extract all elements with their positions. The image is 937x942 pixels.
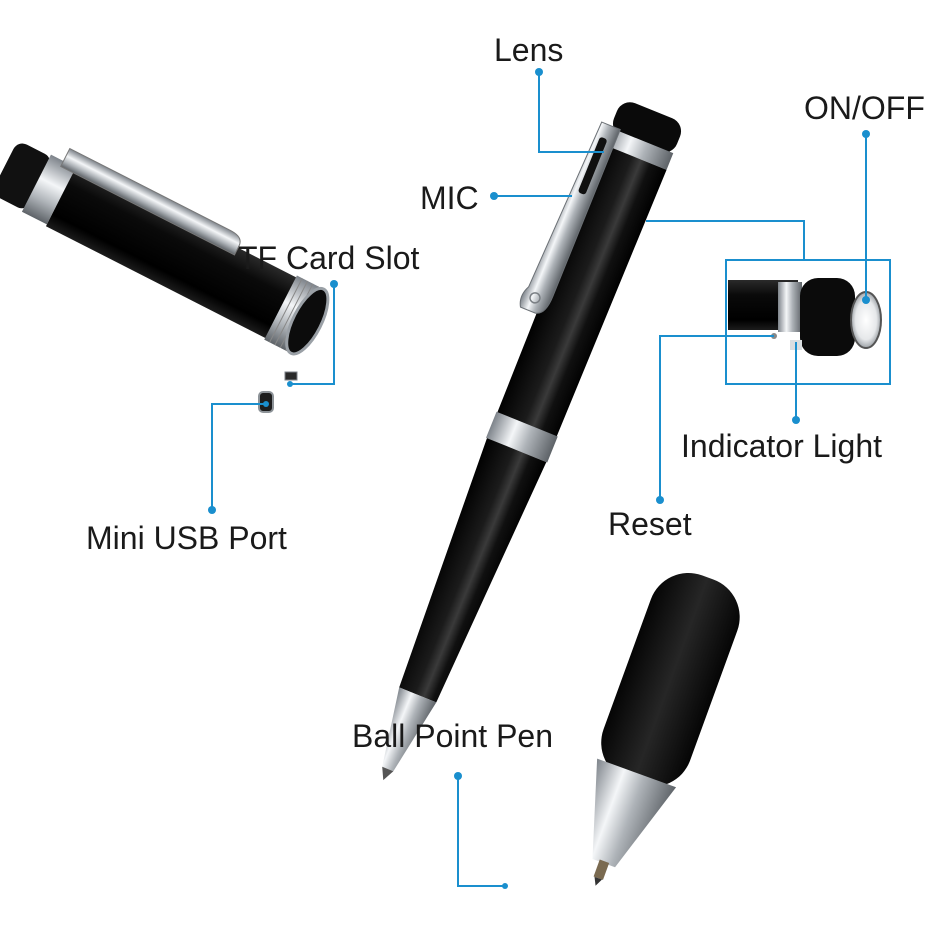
inset-cap [800, 278, 855, 356]
label-tf-card-slot: TF Card Slot [238, 240, 420, 276]
callout-lens [538, 72, 604, 153]
ballpoint-cone [592, 758, 677, 868]
callout-inset-connector [646, 220, 805, 260]
detail-inset [725, 259, 891, 385]
inset-chrome-band [778, 282, 802, 332]
pen-tip-cone [382, 687, 437, 772]
label-mic: MIC [420, 180, 479, 216]
label-on-off: ON/OFF [804, 90, 925, 126]
label-mini-usb-port: Mini USB Port [86, 520, 287, 556]
pen-cap-top [612, 102, 682, 153]
pen-top-chrome-band [603, 127, 674, 170]
pen-lower-body [399, 438, 547, 703]
callout-tf-card-slot [290, 284, 335, 385]
ballpoint-nib [593, 859, 610, 880]
callout-mini-usb-port [211, 403, 266, 510]
label-reset: Reset [608, 506, 692, 542]
main-pen [382, 102, 682, 781]
pen-clip-logo [529, 292, 541, 304]
tf-card-slot-opening [284, 371, 298, 381]
callout-ball-point-pen [457, 776, 505, 887]
usb-end-face [285, 286, 330, 356]
label-ball-point-pen: Ball Point Pen [352, 718, 554, 754]
label-indicator-light: Indicator Light [681, 428, 883, 464]
pen-middle-ring [486, 411, 558, 463]
label-lens: Lens [494, 32, 564, 68]
pen-upper-body [496, 144, 667, 438]
callout-reset [659, 335, 774, 500]
ballpoint-grip [601, 573, 740, 787]
callout-lines [208, 68, 870, 889]
usb-end-body [45, 165, 300, 340]
usb-end-segment [0, 143, 330, 356]
usb-end-chrome-band [21, 154, 76, 225]
usb-end-clip [60, 147, 241, 256]
ballpoint-refill-segment [592, 573, 740, 886]
pen-tip-point [382, 766, 394, 781]
